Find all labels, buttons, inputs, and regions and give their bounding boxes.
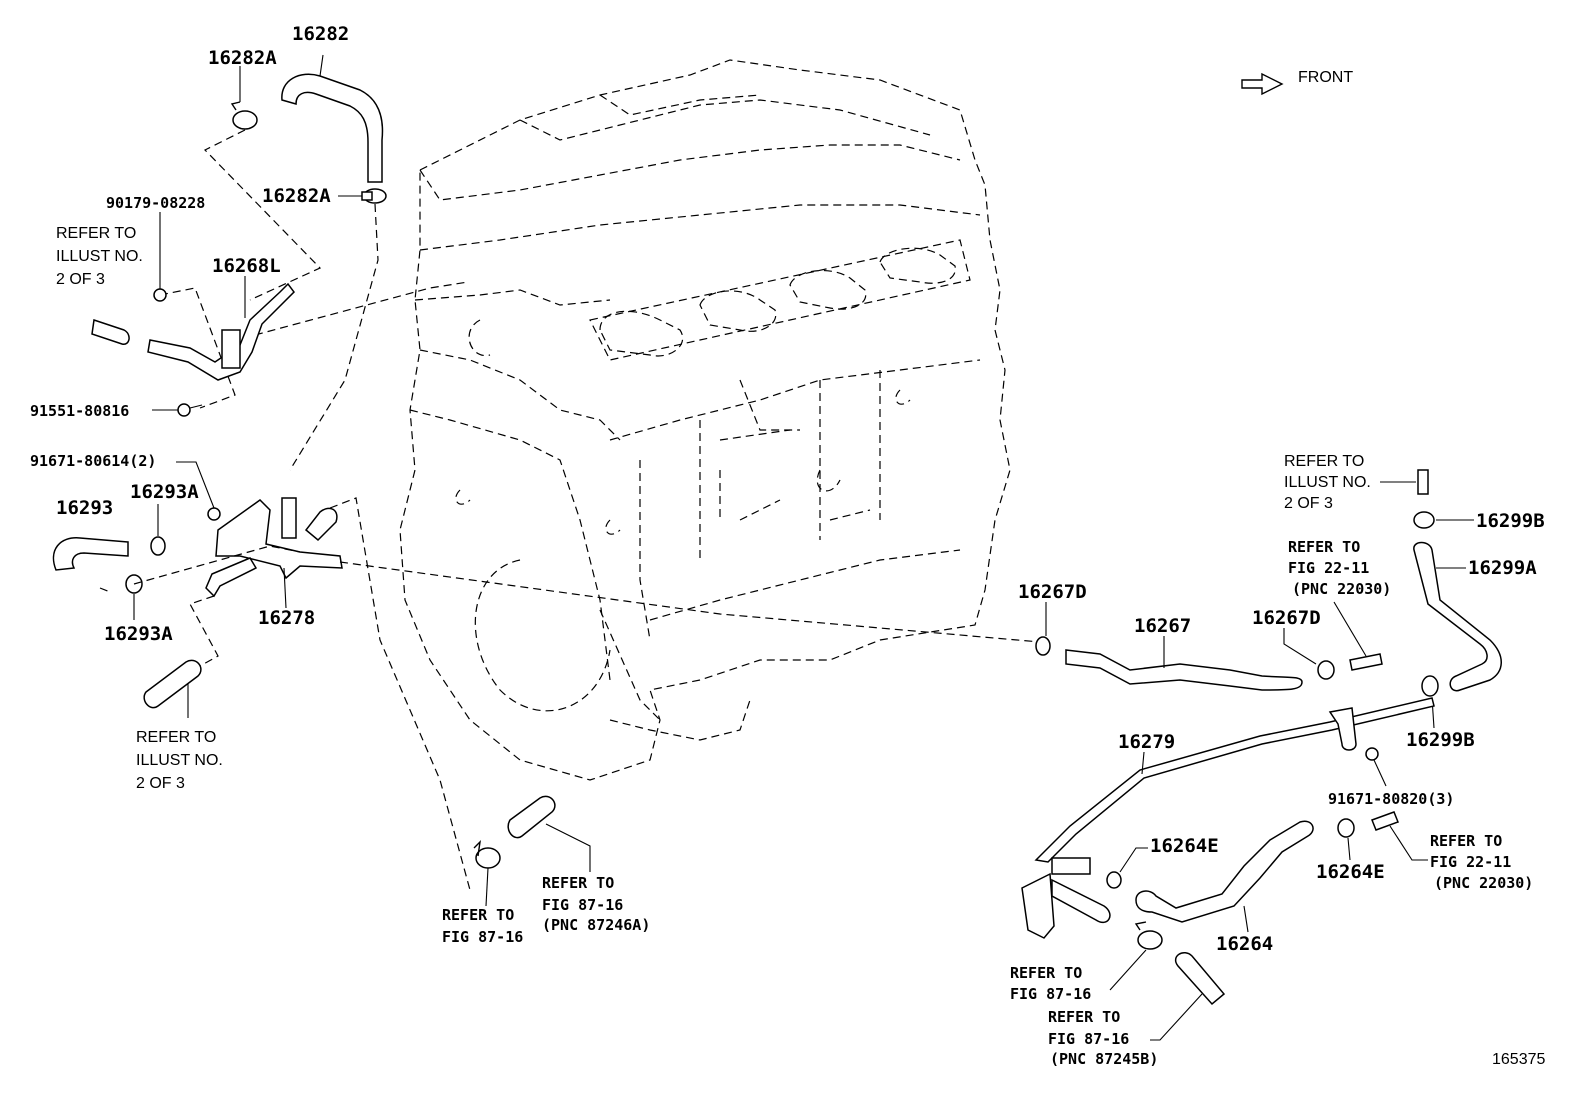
label-16279: 16279: [1118, 731, 1175, 753]
front-arrow: FRONT: [1241, 69, 1353, 96]
ref-illust-bottom-left: REFER TO ILLUST NO. 2 OF 3: [136, 659, 223, 792]
clamp-16264E-left: [1106, 847, 1148, 889]
callout-text-line: 2 OF 3: [1284, 495, 1333, 512]
clamp-16293A-top: [150, 504, 166, 556]
callout-text-line: FIG 87-16: [1048, 1030, 1129, 1048]
callout-text-line: (PNC 87246A): [542, 916, 650, 934]
callout-text-line: (PNC 87245B): [1050, 1050, 1158, 1068]
clamp-16264E-right: [1337, 818, 1355, 861]
label-16299B-top: 16299B: [1476, 510, 1545, 532]
clamp-16267D-right: [1283, 628, 1335, 680]
ref-fig87-bottom: REFER TO FIG 87-16: [1010, 964, 1091, 1003]
label-16282: 16282: [292, 23, 349, 45]
dash-top-link-4: [159, 287, 236, 409]
callout-text-line: REFER TO: [136, 729, 216, 746]
clamp-bottom-right: [1109, 921, 1163, 991]
callout-text-line: ILLUST NO.: [56, 248, 143, 265]
bolt-91551-80816: [152, 403, 203, 417]
callout-text-line: (PNC 22030): [1292, 580, 1391, 598]
callout-text-line: FIG 22-11: [1288, 559, 1369, 577]
bolt-91671-80614: [207, 507, 221, 521]
clamp-16282A-top: [230, 66, 258, 130]
label-16267D-right: 16267D: [1252, 607, 1321, 629]
callout-text-line: FIG 87-16: [542, 896, 623, 914]
callout-text-line: REFER TO: [442, 906, 514, 924]
pipe-16279: [1021, 697, 1435, 939]
callout-text-line: ILLUST NO.: [136, 752, 223, 769]
leader-91671-80614: [176, 461, 215, 509]
label-16267D-left: 16267D: [1018, 581, 1087, 603]
ref-illust-right: REFER TO ILLUST NO. 2 OF 3: [1284, 453, 1429, 512]
hose-16267: [1065, 636, 1303, 691]
ref-illust-top-left: REFER TO ILLUST NO. 2 OF 3: [56, 225, 143, 345]
dash-top-link: [203, 129, 322, 301]
label-16282A-top: 16282A: [208, 47, 277, 69]
callout-text-line: REFER TO: [542, 874, 614, 892]
callout-text-line: 2 OF 3: [136, 775, 185, 792]
callout-text-line: (PNC 22030): [1434, 874, 1533, 892]
callout-text-line: FIG 87-16: [442, 928, 523, 946]
callout-text-line: REFER TO: [1430, 832, 1502, 850]
clamp-center-bottom: [473, 840, 501, 907]
callout-text-line: 2 OF 3: [56, 271, 105, 288]
water-outlet-16278: [205, 497, 343, 609]
callout-text-line: FIG 22-11: [1430, 853, 1511, 871]
dash-mid-link-4: [329, 497, 471, 891]
ref-fig87-center: REFER TO FIG 87-16: [442, 906, 523, 946]
ref-fig22-lower: REFER TO FIG 22-11 (PNC 22030): [1371, 811, 1533, 892]
pipe-16268L: [147, 276, 295, 381]
hose-ref-87246A: [507, 795, 591, 872]
front-label: FRONT: [1298, 69, 1353, 86]
label-16264E-left: 16264E: [1150, 835, 1219, 857]
clamp-16282A-mid: [338, 188, 387, 204]
callout-text-line: REFER TO: [1048, 1008, 1120, 1026]
bolt-90179-08228: [153, 212, 167, 302]
label-16293A-bottom: 16293A: [104, 623, 173, 645]
callout-text-line: REFER TO: [1010, 964, 1082, 982]
label-91671-80614: 91671-80614(2): [30, 452, 156, 470]
diagram-id: 165375: [1492, 1051, 1545, 1068]
callout-text-line: REFER TO: [1284, 453, 1364, 470]
callout-text-line: ILLUST NO.: [1284, 474, 1371, 491]
hose-16264: [1135, 820, 1314, 933]
hose-16299A: [1413, 541, 1502, 692]
ref-fig87-center-pnc: REFER TO FIG 87-16 (PNC 87246A): [542, 874, 650, 934]
callout-text-line: FIG 87-16: [1010, 985, 1091, 1003]
ref-fig22-upper: REFER TO FIG 22-11 (PNC 22030): [1288, 538, 1391, 671]
label-16278: 16278: [258, 607, 315, 629]
label-91671-80820: 91671-80820(3): [1328, 790, 1454, 808]
label-16282A-mid: 16282A: [262, 185, 331, 207]
hose-16282: [281, 54, 384, 183]
dash-mid-link-2: [189, 595, 219, 667]
label-16299B-bottom: 16299B: [1406, 729, 1475, 751]
clamp-16299B-bottom: [1421, 675, 1439, 729]
engine-block-outline: [399, 59, 1011, 781]
label-16268L: 16268L: [212, 255, 281, 277]
bolt-91671-80820: [1365, 747, 1387, 787]
label-90179-08228: 90179-08228: [106, 194, 205, 212]
ref-fig87-bottom-pnc: REFER TO FIG 87-16 (PNC 87245B): [1048, 1008, 1158, 1068]
hose-ref-87245B: [1150, 952, 1226, 1041]
dash-top-link-2: [289, 203, 379, 471]
clamp-16267D-left: [1035, 602, 1051, 656]
callout-text-line: REFER TO: [56, 225, 136, 242]
label-16264E-right: 16264E: [1316, 861, 1385, 883]
label-16264: 16264: [1216, 933, 1273, 955]
label-16293: 16293: [56, 497, 113, 519]
label-16299A: 16299A: [1468, 557, 1537, 579]
clamp-16299B-top: [1413, 511, 1474, 529]
dash-mid-link: [133, 545, 301, 585]
label-16293A-top: 16293A: [130, 481, 199, 503]
label-16267: 16267: [1134, 615, 1191, 637]
callout-text-line: REFER TO: [1288, 538, 1360, 556]
hose-16293: [52, 537, 129, 571]
clamp-16293A-bottom: [125, 574, 143, 620]
dash-mid-link-5: [99, 587, 111, 593]
label-91551-80816: 91551-80816: [30, 402, 129, 420]
dash-mid-link-3: [339, 561, 1041, 643]
